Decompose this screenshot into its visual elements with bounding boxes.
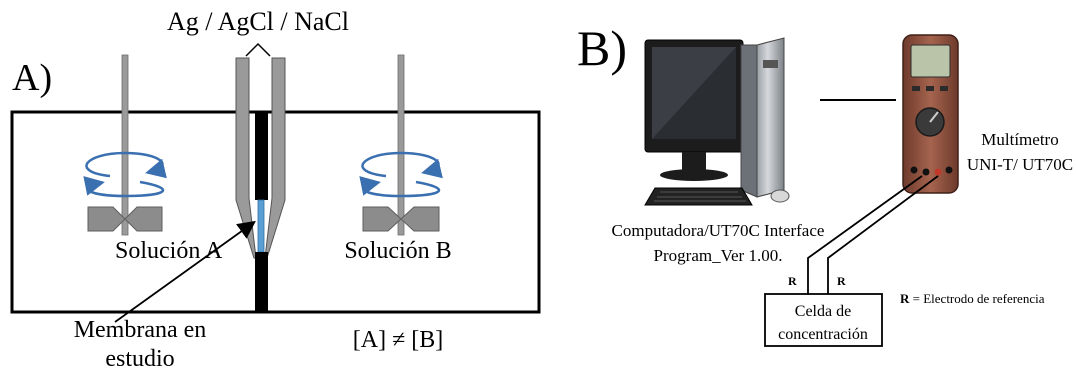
panel-b: B) Computadora/UT70C Interface Program_V… <box>577 20 1073 347</box>
multimeter-jack <box>910 166 918 174</box>
computer-label-line2: Program_Ver 1.00. <box>654 246 783 265</box>
right-rotation-arrow-icon <box>361 151 443 179</box>
electrode-label: Ag / AgCl / NaCl <box>167 7 349 36</box>
partition-upper <box>255 112 268 200</box>
keyboard-keys <box>654 191 746 202</box>
tower-drive-bay <box>763 60 778 68</box>
multimeter-button <box>912 86 920 91</box>
lead-wire-right <box>827 175 939 294</box>
monitor-screen-shade <box>652 47 736 139</box>
left-rotation-arrow-return-icon <box>83 176 165 198</box>
concentration-note: [A] ≠ [B] <box>353 327 443 353</box>
electrode-r-right: R <box>837 274 846 288</box>
multimeter-jack <box>922 168 930 176</box>
panel-b-letter: B) <box>577 20 627 76</box>
cell-label-line2: concentración <box>778 326 868 343</box>
multimeter-jack <box>934 168 942 176</box>
concentration-cell <box>764 293 883 347</box>
right-impeller <box>362 206 440 232</box>
left-stirrer <box>83 54 167 236</box>
legend-text: = Electrodo de referencia <box>909 291 1044 306</box>
cell-label-line1: Celda de <box>795 303 851 320</box>
electrode-r-left: R <box>788 274 797 288</box>
panel-a: A) Ag / AgCl / NaCl Solución A Solución … <box>10 7 541 372</box>
solution-a-label: Solución A <box>115 238 223 264</box>
multimeter-button <box>940 86 948 91</box>
multimeter-dial-pointer <box>929 111 939 123</box>
multimeter-icon <box>902 34 959 194</box>
membrane-pointer-arrow <box>114 220 256 323</box>
right-stirrer-rod <box>397 54 405 236</box>
legend-key: R <box>900 291 910 306</box>
membrane <box>257 199 265 253</box>
monitor-base <box>660 169 728 181</box>
membrane-label-line2: estudio <box>105 346 174 372</box>
right-rotation-arrow-return-icon <box>359 176 441 198</box>
computer-icon <box>644 37 790 206</box>
computer-label-line1: Computadora/UT70C Interface <box>612 221 825 240</box>
multimeter-button <box>926 86 934 91</box>
solution-b-label: Solución B <box>344 238 451 264</box>
mouse-icon <box>770 189 790 203</box>
electrode-label-pointer <box>245 42 271 57</box>
left-impeller <box>87 206 163 232</box>
legend: R = Electrodo de referencia <box>900 291 1045 306</box>
multimeter-label-line2: UNI-T/ UT70C <box>967 155 1073 174</box>
multimeter-screen <box>910 44 951 78</box>
left-stirrer-rod <box>121 54 129 236</box>
partition-lower <box>255 252 268 312</box>
membrane-label-line1: Membrana en <box>74 317 207 343</box>
multimeter-label-line1: Multímetro <box>981 130 1058 149</box>
tower-side <box>740 44 758 198</box>
panel-a-letter: A) <box>12 57 52 99</box>
left-rotation-arrow-icon <box>85 151 167 179</box>
monitor-neck <box>682 152 706 170</box>
right-stirrer <box>359 54 443 236</box>
lead-wire-left <box>807 175 923 294</box>
multimeter-jack <box>945 166 953 174</box>
